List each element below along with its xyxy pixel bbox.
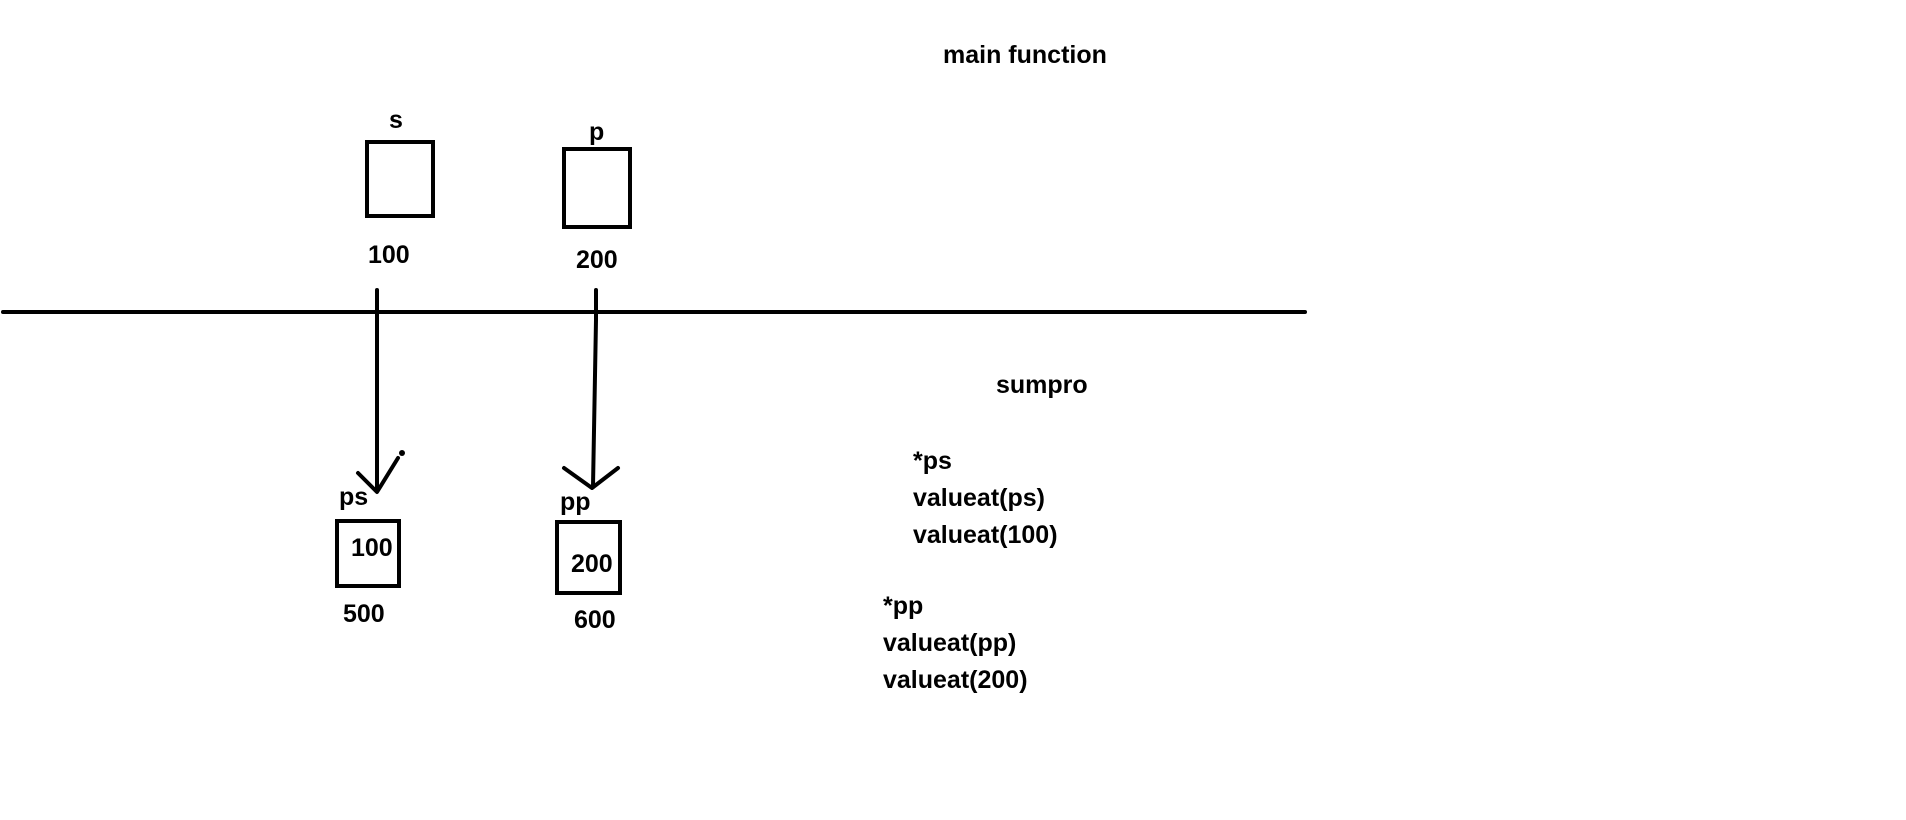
var-ps-value: 100 <box>351 534 393 562</box>
sumpro-title: sumpro <box>996 371 1088 399</box>
note-ps-line: valueat(100) <box>913 521 1058 549</box>
notes-pp: *pp valueat(pp) valueat(200) <box>883 588 1028 699</box>
var-p-label: p <box>589 118 605 146</box>
var-pp-address: 600 <box>574 606 616 634</box>
arrowhead-ps <box>356 456 400 494</box>
note-ps-line: valueat(ps) <box>913 484 1045 512</box>
note-ps-line: *ps <box>913 447 952 475</box>
var-p-address: 200 <box>576 246 618 274</box>
note-pp-line: valueat(pp) <box>883 629 1017 657</box>
notes-ps: *ps valueat(ps) valueat(100) <box>913 443 1058 554</box>
var-s-label: s <box>389 106 403 134</box>
var-pp-value: 200 <box>571 550 613 578</box>
var-s-address: 100 <box>368 241 410 269</box>
var-ps-address: 500 <box>343 600 385 628</box>
main-function-title: main function <box>943 41 1107 69</box>
arrow-p-to-pp <box>591 288 598 488</box>
var-ps-label: ps <box>339 483 369 511</box>
var-pp-label: pp <box>560 488 591 516</box>
var-pp-box <box>555 520 622 595</box>
arrowhead-pp <box>562 466 620 490</box>
note-pp-line: valueat(200) <box>883 666 1028 694</box>
var-ps-box <box>335 519 401 588</box>
var-p-box <box>562 147 632 229</box>
var-s-box <box>365 140 435 218</box>
stray-dot <box>399 450 405 456</box>
note-pp-line: *pp <box>883 592 924 620</box>
